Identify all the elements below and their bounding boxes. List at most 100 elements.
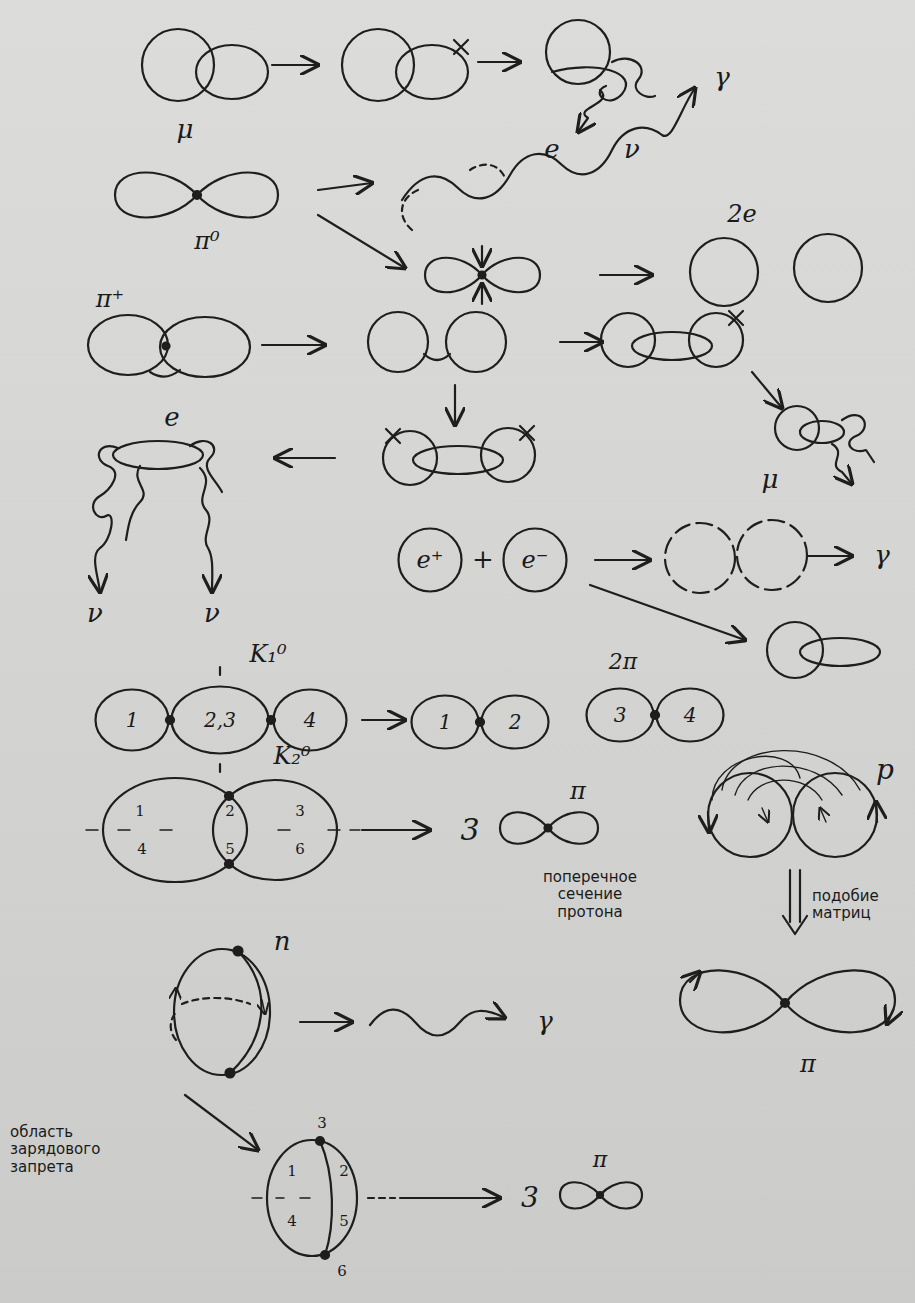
proton-figure-stroke [708, 773, 792, 857]
annihilation-figure-stroke [737, 520, 807, 590]
symbol-label: 4 [287, 1213, 297, 1230]
symbol-label: γ [714, 63, 730, 93]
neutron-figure-stroke [185, 1095, 258, 1150]
pion-plus-figure-stroke [93, 446, 118, 592]
loop-number: e⁻ [522, 546, 549, 574]
pion-plus-figure-stroke [842, 415, 874, 462]
muon-knot [142, 20, 655, 132]
loop-outline-stroke [96, 690, 169, 751]
symbol-label: γ [874, 541, 890, 571]
pion-plus-figure-stroke [262, 344, 325, 346]
pion-plus-figure-stroke [752, 372, 782, 408]
pion-plus-figure-stroke [88, 315, 168, 375]
muon-knot-stroke [552, 67, 626, 100]
loop-number: 4 [304, 708, 317, 732]
annihilation-figure-stroke [800, 638, 880, 666]
loop-node: 1 [410, 694, 480, 750]
symbol-label: γ [537, 1007, 553, 1037]
kaon-one-figure-stroke [476, 718, 484, 726]
proton-figure-stroke [722, 751, 860, 790]
proton-figure-stroke [748, 780, 822, 800]
symbol-label: π⁺ [96, 286, 124, 314]
pion-plus-figure-stroke [150, 370, 180, 377]
neutron-figure-stroke [597, 1192, 603, 1198]
symbol-label: e [544, 135, 559, 165]
pion-plus-figure-stroke [601, 313, 655, 367]
kaon-two-figure-stroke [213, 780, 337, 880]
pion-plus-figure-stroke [632, 332, 712, 360]
kaon-two-figure [86, 778, 598, 882]
annihilation-figure-stroke [595, 559, 650, 561]
pion-plus-figure-stroke [386, 429, 400, 443]
neutron-figure-stroke [174, 949, 270, 1075]
pion-zero-figure-stroke [402, 190, 418, 230]
symbol-label: 2 [225, 803, 235, 820]
pion-zero-figure-stroke [481, 284, 483, 304]
symbol-label: 1 [135, 803, 145, 820]
pion-plus-figure-stroke [424, 354, 450, 360]
neutron-figure-stroke [262, 1000, 265, 1014]
pion-plus-figure-stroke [800, 421, 844, 443]
proton-figure-stroke [781, 999, 789, 1007]
loop-node: 3 [585, 687, 655, 743]
pion-plus-figure-stroke [832, 444, 852, 484]
annihilation-figure-stroke [590, 585, 745, 640]
kaon-two-figure-stroke [545, 825, 552, 832]
symbol-label: π [570, 778, 586, 806]
annihilation-figure [590, 520, 880, 678]
kaon-one-figure-stroke [362, 719, 405, 721]
loop-number: e⁺ [417, 546, 444, 574]
pion-plus-figure-stroke [775, 406, 819, 450]
symbol-label: μ [177, 115, 194, 145]
symbol-label: p [876, 754, 894, 786]
proton-figure-stroke [783, 916, 807, 934]
neutron-figure-stroke [171, 1012, 176, 1040]
symbol-label: π [800, 1051, 816, 1079]
muon-knot-stroke [612, 59, 655, 97]
loop-node: e⁻ [502, 527, 568, 593]
symbol-label: 6 [295, 841, 305, 858]
pion-zero-figure-stroke [794, 234, 862, 302]
loop-outline-stroke [399, 529, 462, 592]
pion-zero-figure-stroke [690, 238, 758, 306]
loop-node: 4 [272, 688, 348, 752]
muon-knot-stroke [478, 61, 520, 63]
symbol-label: ν [624, 135, 640, 165]
loop-node: 2 [480, 694, 550, 750]
muon-knot-stroke [578, 90, 603, 132]
pion-plus-figure-stroke [481, 428, 535, 482]
neutron-figure-stroke [182, 998, 250, 1004]
pion-zero-figure-stroke [470, 165, 505, 178]
note-text: поперечное сечение протона [525, 869, 655, 921]
symbol-label: n [274, 927, 291, 957]
pion-zero-figure-stroke [481, 246, 483, 266]
proton-figure-stroke [708, 812, 709, 832]
neutron-figure-stroke [252, 1197, 310, 1198]
symbol-label: 3 [295, 803, 305, 820]
loop-outline-stroke [412, 696, 479, 749]
kaon-two-figure-stroke [225, 860, 233, 868]
proton-figure-stroke [887, 1010, 893, 1024]
symbol-label: 3 [317, 1115, 327, 1132]
loop-number: 4 [684, 703, 697, 727]
loop-node: 2,3 [170, 685, 270, 755]
pion-zero-figure-stroke [115, 173, 278, 218]
annihilation-figure-stroke [665, 523, 735, 593]
symbol-label: 3 [521, 1182, 539, 1214]
pion-zero-figure-stroke [318, 183, 372, 190]
loop-node: e⁺ [397, 527, 463, 593]
pion-plus-figure [88, 311, 874, 592]
pion-plus-figure-stroke [163, 343, 170, 350]
muon-knot-stroke [342, 29, 414, 101]
symbol-label: 5 [225, 841, 235, 858]
loop-number: 3 [614, 703, 627, 727]
kaon-two-figure-stroke [225, 792, 233, 800]
loop-outline-stroke [482, 696, 549, 749]
loop-number: 1 [439, 710, 452, 734]
pion-zero-figure-stroke [600, 274, 652, 276]
muon-knot-stroke [196, 45, 268, 99]
symbol-label: ν [87, 599, 103, 629]
symbol-label: π [593, 1147, 607, 1172]
neutron-figure-stroke [400, 1197, 500, 1199]
